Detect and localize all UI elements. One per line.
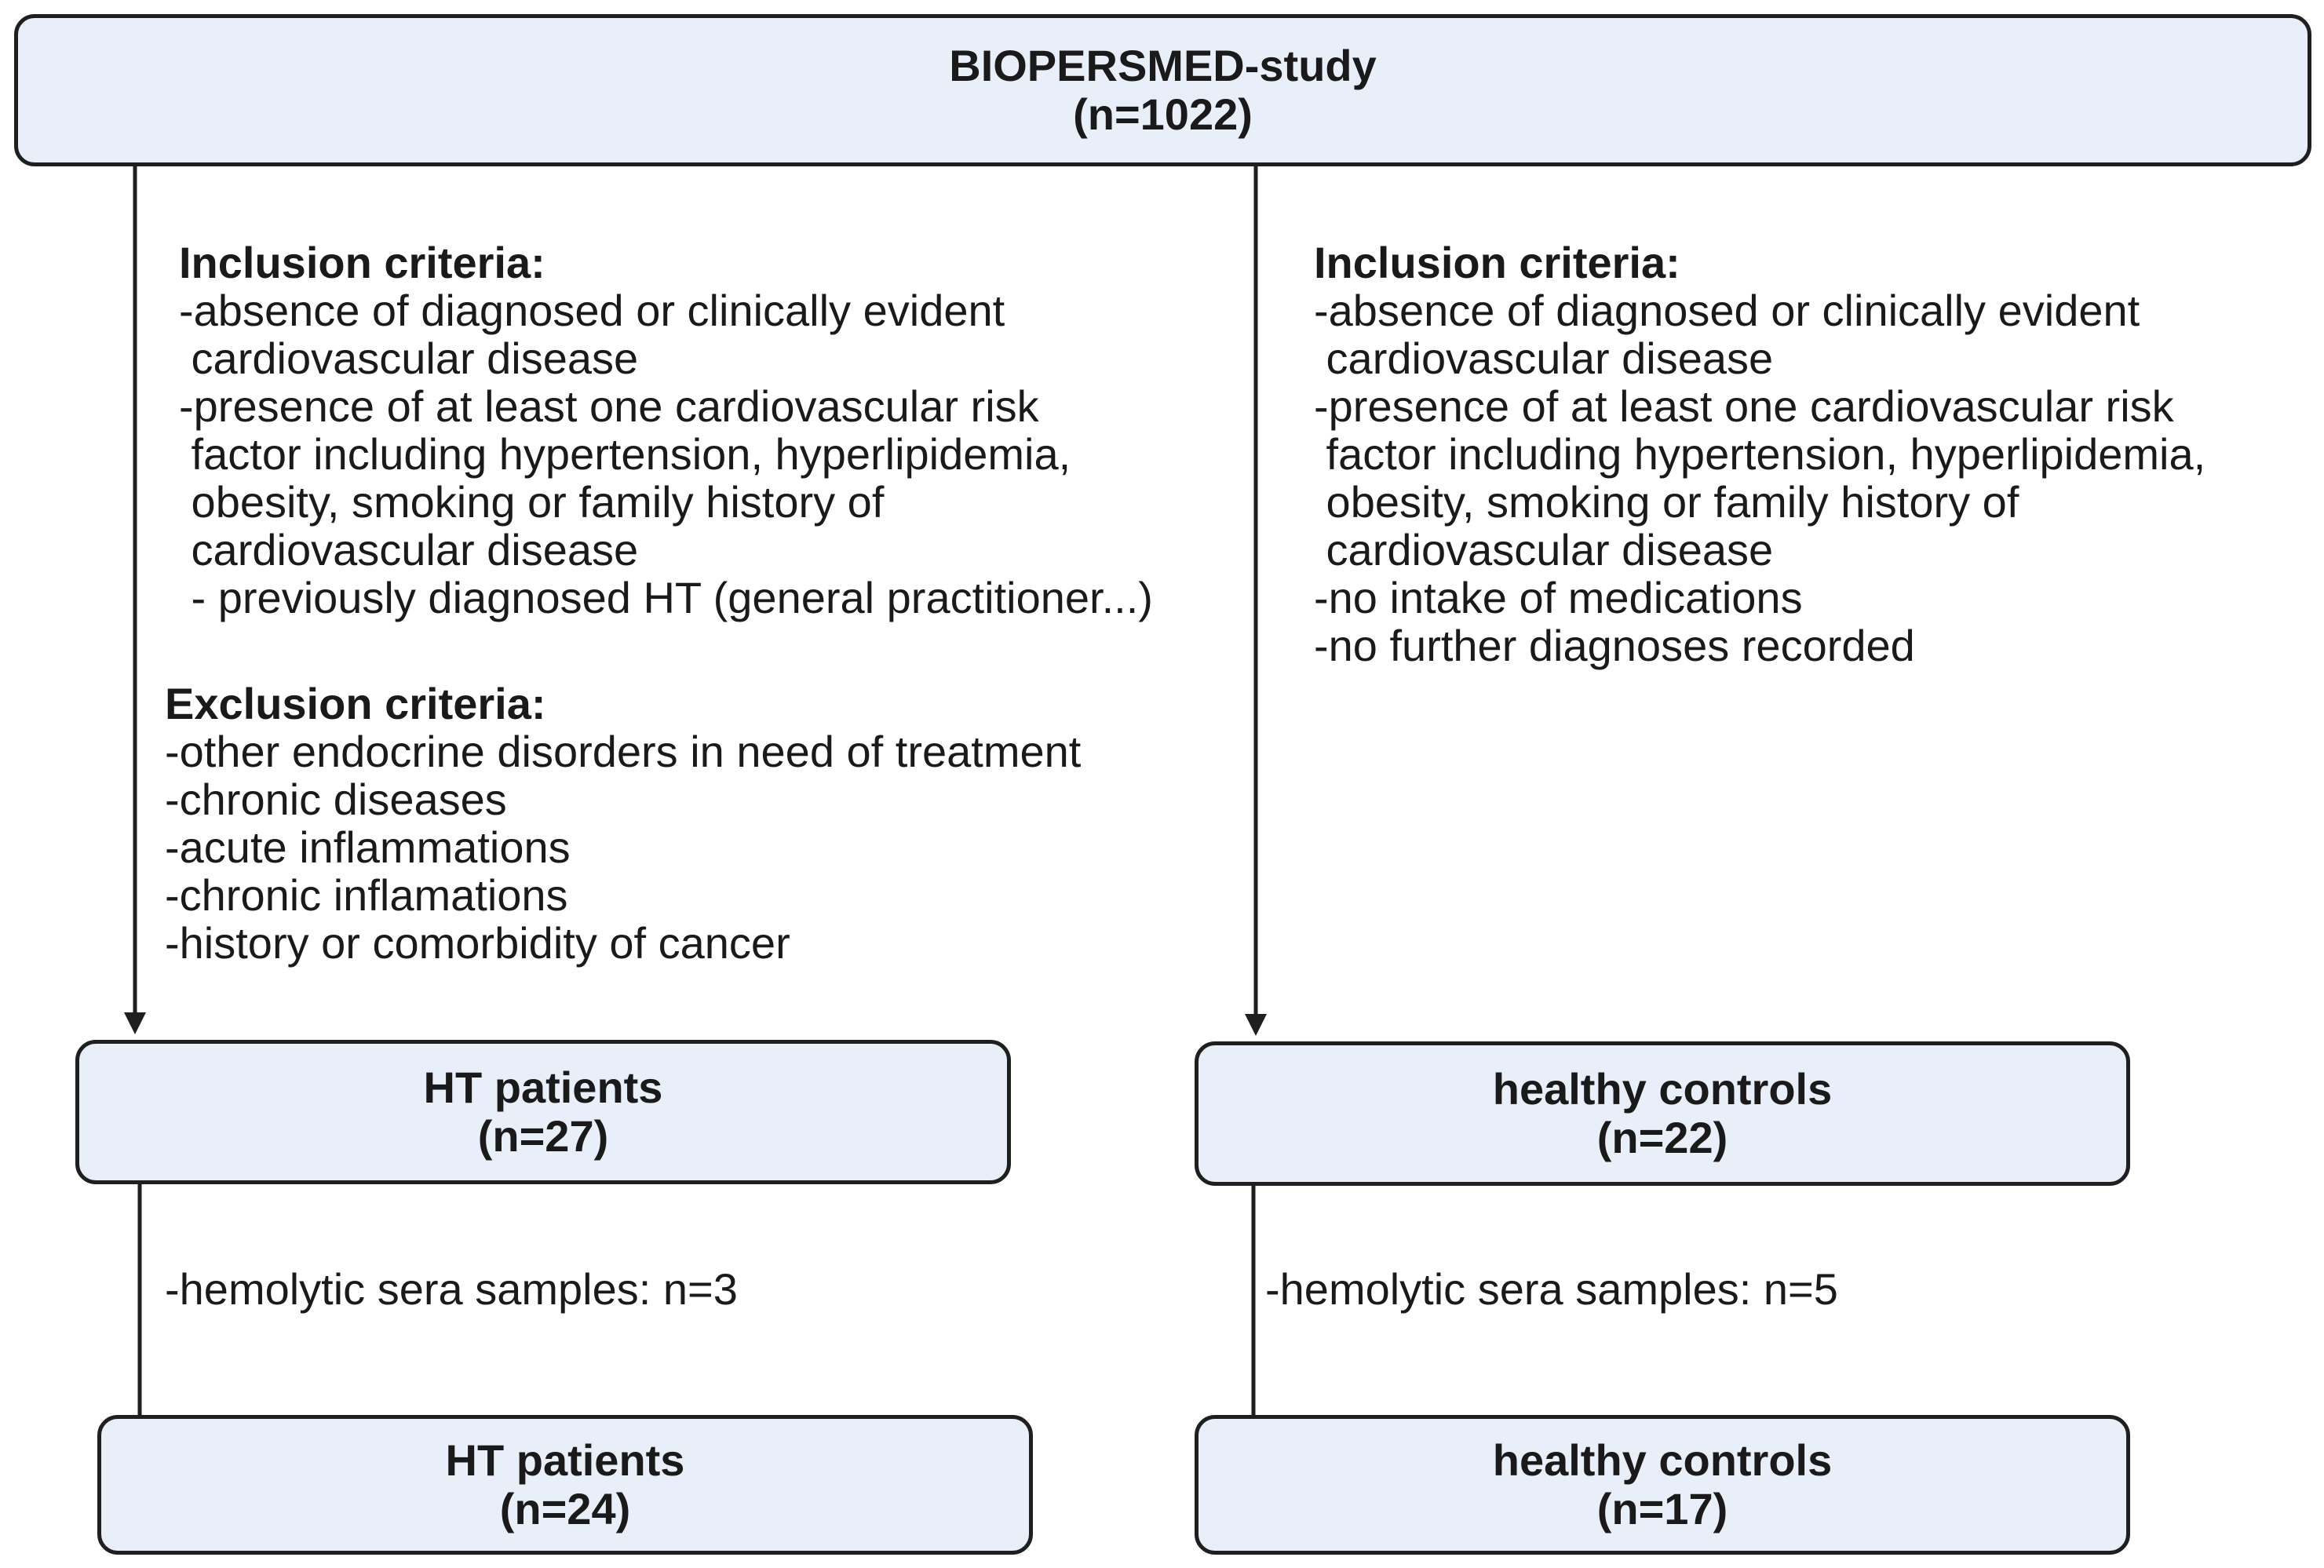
right-inclusion-line: obesity, smoking or family history of [1314,477,2019,527]
left-exclusion-line: -chronic inflamations [165,870,568,920]
healthy-controls-box: healthy controls (n=22) [1195,1041,2130,1186]
study-title: BIOPERSMED-study [949,41,1377,90]
right-removed-note: -hemolytic sera samples: n=5 [1265,1264,1838,1314]
right-inclusion-line: -presence of at least one cardiovascular… [1314,381,2174,431]
right-inclusion-line: -no intake of medications [1314,573,1803,622]
healthy-controls-final-title: healthy controls [1492,1435,1833,1485]
healthy-controls-count: (n=22) [1596,1113,1728,1162]
left-inclusion-line: -presence of at least one cardiovascular… [179,381,1039,431]
right-inclusion-line: factor including hypertension, hyperlipi… [1314,429,2206,479]
study-count: (n=1022) [1073,89,1253,139]
ht-patients-title: HT patients [423,1063,663,1112]
right-inclusion-line: cardiovascular disease [1314,525,1774,574]
right-inclusion-line: cardiovascular disease [1314,334,1774,383]
right-inclusion-line: -no further diagnoses recorded [1314,621,1915,670]
left-inclusion-criteria: Inclusion criteria: -absence of diagnose… [179,239,1153,622]
left-removed-note: -hemolytic sera samples: n=3 [165,1264,738,1314]
left-inclusion-line: factor including hypertension, hyperlipi… [179,429,1071,479]
left-exclusion-heading: Exclusion criteria: [165,679,546,728]
healthy-controls-final-box: healthy controls (n=17) [1195,1415,2130,1555]
left-exclusion-line: -acute inflammations [165,822,571,872]
left-exclusion-line: -chronic diseases [165,775,507,824]
right-inclusion-heading: Inclusion criteria: [1314,238,1680,287]
ht-patients-final-title: HT patients [445,1435,685,1485]
arrow-left-head [124,1012,146,1034]
left-exclusion-line: -history or comorbidity of cancer [165,918,790,968]
left-inclusion-heading: Inclusion criteria: [179,238,545,287]
left-inclusion-line: cardiovascular disease [179,525,639,574]
healthy-controls-title: healthy controls [1492,1064,1833,1114]
ht-patients-count: (n=27) [477,1111,609,1161]
right-inclusion-line: -absence of diagnosed or clinically evid… [1314,286,2140,335]
left-inclusion-line: cardiovascular disease [179,334,639,383]
left-inclusion-line: -absence of diagnosed or clinically evid… [179,286,1005,335]
left-exclusion-line: -other endocrine disorders in need of tr… [165,727,1082,776]
ht-patients-final-box: HT patients (n=24) [97,1415,1033,1555]
healthy-controls-final-count: (n=17) [1596,1484,1728,1533]
left-inclusion-line: obesity, smoking or family history of [179,477,885,527]
left-exclusion-criteria: Exclusion criteria: -other endocrine dis… [165,680,1081,967]
left-inclusion-line: - previously diagnosed HT (general pract… [179,573,1153,622]
right-inclusion-criteria: Inclusion criteria: -absence of diagnose… [1314,239,2205,669]
arrow-right-head [1245,1014,1267,1036]
study-box: BIOPERSMED-study (n=1022) [14,14,2311,166]
ht-patients-box: HT patients (n=27) [75,1040,1011,1184]
ht-patients-final-count: (n=24) [499,1484,631,1533]
